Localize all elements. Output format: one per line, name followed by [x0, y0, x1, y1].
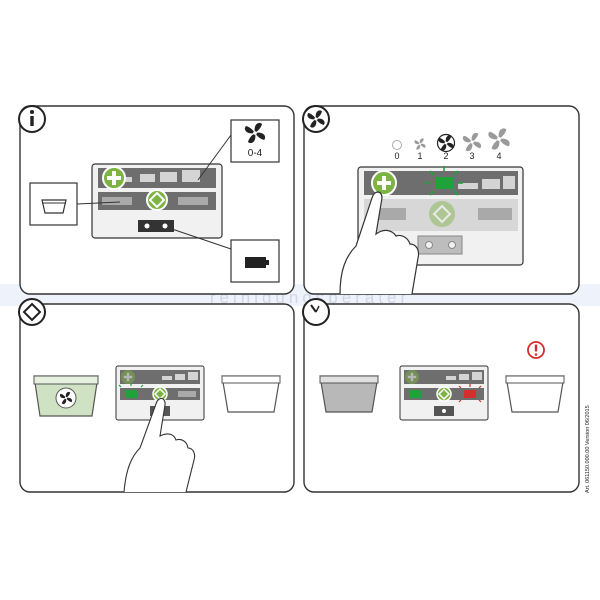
diamond-button: [436, 386, 452, 402]
panel-diamond: [18, 298, 295, 493]
control-module-small: [399, 365, 489, 421]
green-led-active: [425, 166, 463, 196]
battery-callout: [171, 228, 280, 283]
plus-button-faded: [405, 370, 419, 384]
pointing-hand: [123, 397, 196, 493]
panel-timer: [302, 298, 580, 493]
green-led-active: [118, 383, 144, 398]
container-full-green: [33, 375, 99, 417]
info-icon: [18, 105, 46, 133]
green-led: [409, 390, 421, 398]
pointing-hand: [339, 191, 420, 295]
article-version-text: Art. 061150.000.00 Version 06/2015: [585, 405, 591, 493]
diamond-arrows-icon: [18, 298, 46, 326]
plus-button-faded: [121, 370, 135, 384]
panel-info: 0-4: [18, 105, 295, 295]
fan-callout: 0-4: [197, 119, 280, 181]
fan-icon: [302, 105, 330, 133]
diamond-button: [146, 189, 168, 211]
fan-level-3: 3: [469, 151, 474, 161]
container-callout: [29, 182, 121, 226]
container-full-gray: [319, 375, 379, 413]
panel-fan: 0 1 2 3 4: [302, 105, 580, 295]
fan-level-4: 4: [496, 151, 501, 161]
plus-button: [371, 170, 397, 196]
timer-icon: [302, 298, 330, 326]
battery-icon: [245, 257, 269, 268]
fan-level-scale: 0 1 2 3 4: [392, 128, 510, 161]
fan-level-0: 0: [394, 151, 399, 161]
fan-level-1: 1: [417, 151, 422, 161]
diamond-button-faded: [429, 201, 455, 227]
warning-icon: [527, 341, 545, 359]
container-empty: [221, 375, 281, 413]
plus-button: [102, 166, 126, 190]
fan-level-2: 2: [443, 151, 448, 161]
container-empty: [505, 375, 565, 413]
battery-connector: [138, 220, 174, 232]
red-led-blinking: [458, 384, 482, 403]
container-icon: [41, 199, 67, 214]
fan-range-label: 0-4: [248, 148, 263, 159]
